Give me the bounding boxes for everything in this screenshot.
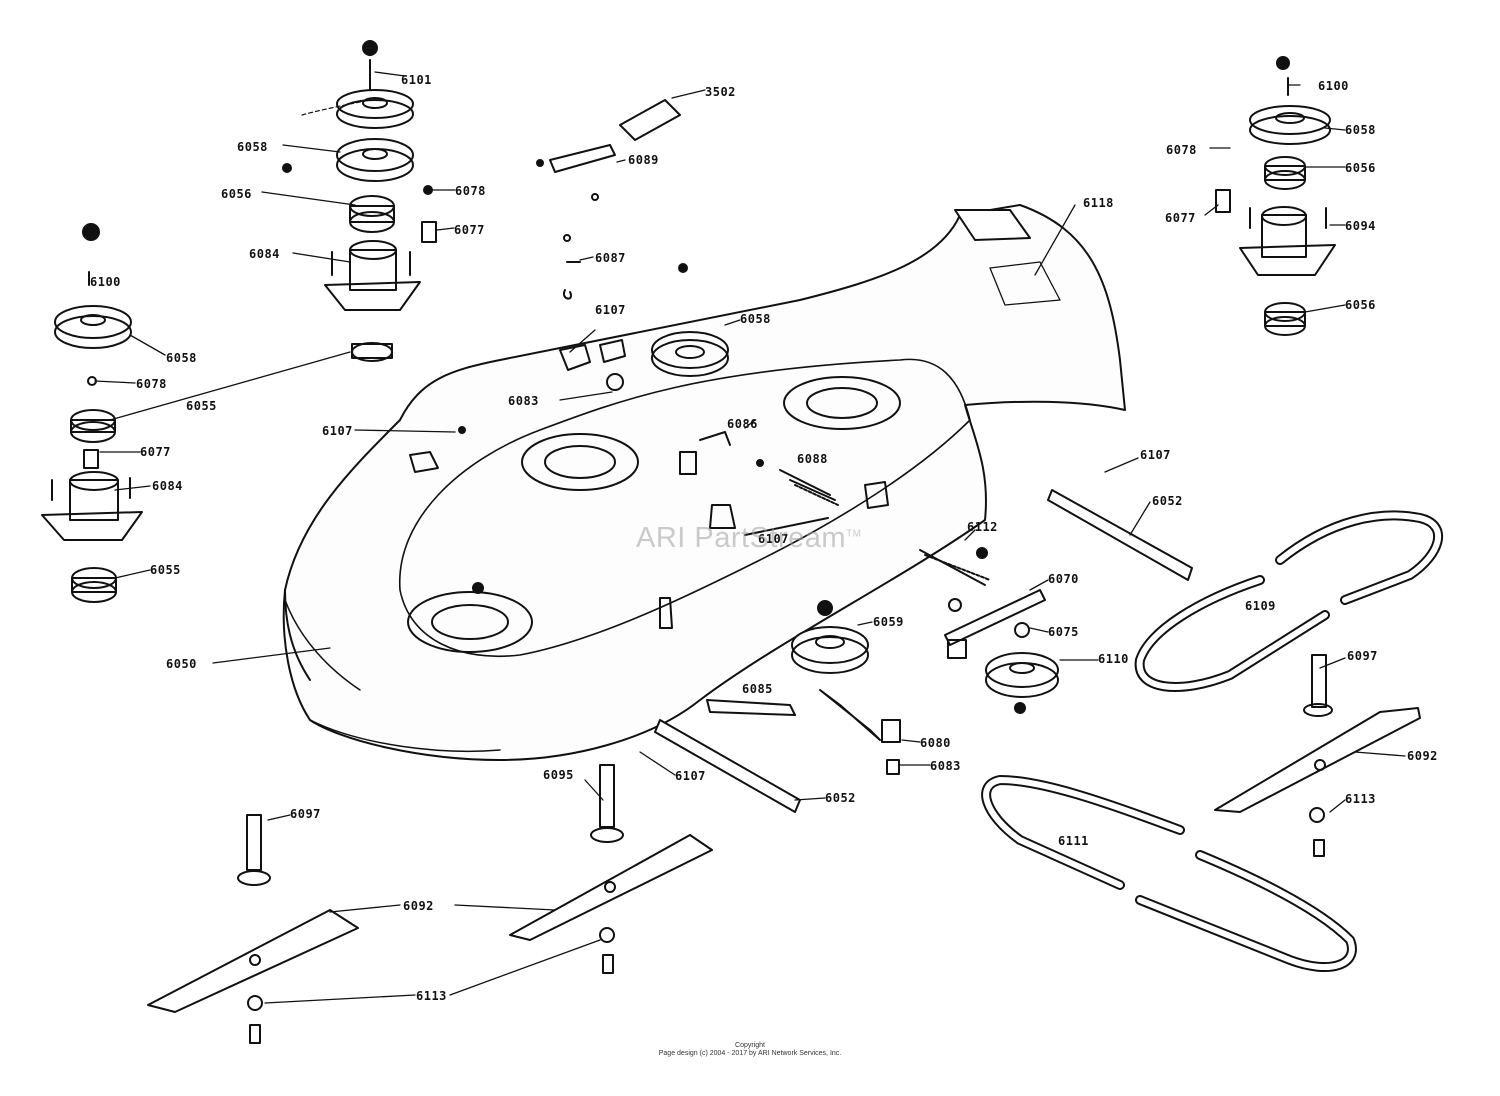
label-6056-c: 6056 bbox=[1345, 298, 1376, 312]
label-6084-a: 6084 bbox=[249, 247, 280, 261]
pulley-center bbox=[651, 263, 729, 377]
label-6055-b: 6055 bbox=[150, 563, 181, 577]
label-6075: 6075 bbox=[1048, 625, 1079, 639]
label-6080: 6080 bbox=[920, 736, 951, 750]
label-6088: 6088 bbox=[797, 452, 828, 466]
watermark-tm: TM bbox=[846, 528, 862, 540]
label-6107-c: 6107 bbox=[758, 532, 789, 546]
label-6070: 6070 bbox=[1048, 572, 1079, 586]
label-6107-d: 6107 bbox=[1140, 448, 1171, 462]
label-6111: 6111 bbox=[1058, 834, 1089, 848]
label-6056-b: 6056 bbox=[1345, 161, 1376, 175]
copyright-line-1: Copyright bbox=[735, 1042, 765, 1049]
copyright-line-2: Page design (c) 2004 - 2017 by ARI Netwo… bbox=[658, 1050, 842, 1057]
support-bars bbox=[654, 489, 1193, 813]
label-6078-c: 6078 bbox=[1166, 143, 1197, 157]
label-6050: 6050 bbox=[166, 657, 197, 671]
spindle-assembly-left bbox=[41, 223, 143, 603]
label-6095: 6095 bbox=[543, 768, 574, 782]
label-6058-a: 6058 bbox=[237, 140, 268, 154]
label-6083-b: 6083 bbox=[930, 759, 961, 773]
label-6087: 6087 bbox=[595, 251, 626, 265]
label-6086: 6086 bbox=[727, 417, 758, 431]
label-6058-c: 6058 bbox=[740, 312, 771, 326]
label-6118: 6118 bbox=[1083, 196, 1114, 210]
spring-and-bracket-parts bbox=[744, 459, 1046, 659]
label-6107-b: 6107 bbox=[595, 303, 626, 317]
label-6092-b: 6092 bbox=[403, 899, 434, 913]
label-6107-e: 6107 bbox=[675, 769, 706, 783]
label-6100-b: 6100 bbox=[1318, 79, 1349, 93]
label-6100-a: 6100 bbox=[90, 275, 121, 289]
label-6092-a: 6092 bbox=[1407, 749, 1438, 763]
label-6097-a: 6097 bbox=[1347, 649, 1378, 663]
label-6077-a: 6077 bbox=[454, 223, 485, 237]
label-6059: 6059 bbox=[873, 615, 904, 629]
idler-pulley-assembly bbox=[706, 600, 1059, 775]
spindle-assembly-left-top bbox=[282, 40, 437, 362]
mower-deck-housing bbox=[282, 204, 1126, 761]
label-6052-b: 6052 bbox=[825, 791, 856, 805]
part-labels: 6101 3502 6058 6078 6056 6077 6084 6089 … bbox=[90, 73, 1438, 1003]
label-6109: 6109 bbox=[1245, 599, 1276, 613]
watermark: ARI PartStreamTM bbox=[636, 522, 862, 555]
label-6077-c: 6077 bbox=[1165, 211, 1196, 225]
watermark-text: ARI PartStream bbox=[636, 522, 847, 554]
label-6056-a: 6056 bbox=[221, 187, 252, 201]
label-6078-b: 6078 bbox=[136, 377, 167, 391]
spindle-assembly-right bbox=[1215, 56, 1336, 336]
label-6055-a: 6055 bbox=[186, 399, 217, 413]
label-6077-b: 6077 bbox=[140, 445, 171, 459]
label-6083-a: 6083 bbox=[508, 394, 539, 408]
label-6097-b: 6097 bbox=[290, 807, 321, 821]
blade-assemblies bbox=[147, 654, 1421, 1044]
label-6089: 6089 bbox=[628, 153, 659, 167]
leader-lines bbox=[94, 71, 1406, 1004]
label-6112: 6112 bbox=[967, 520, 998, 534]
label-6094: 6094 bbox=[1345, 219, 1376, 233]
label-6110: 6110 bbox=[1098, 652, 1129, 666]
label-6078-a: 6078 bbox=[455, 184, 486, 198]
label-6084-b: 6084 bbox=[152, 479, 183, 493]
idler-arm-parts bbox=[536, 99, 681, 300]
label-6101: 6101 bbox=[401, 73, 432, 87]
label-6058-d: 6058 bbox=[1345, 123, 1376, 137]
label-3502: 3502 bbox=[705, 85, 736, 99]
label-6113-a: 6113 bbox=[1345, 792, 1376, 806]
label-6058-b: 6058 bbox=[166, 351, 197, 365]
label-6085: 6085 bbox=[742, 682, 773, 696]
label-6107-a: 6107 bbox=[322, 424, 353, 438]
label-6113-b: 6113 bbox=[416, 989, 447, 1003]
drive-belts bbox=[981, 510, 1444, 972]
label-6052-a: 6052 bbox=[1152, 494, 1183, 508]
